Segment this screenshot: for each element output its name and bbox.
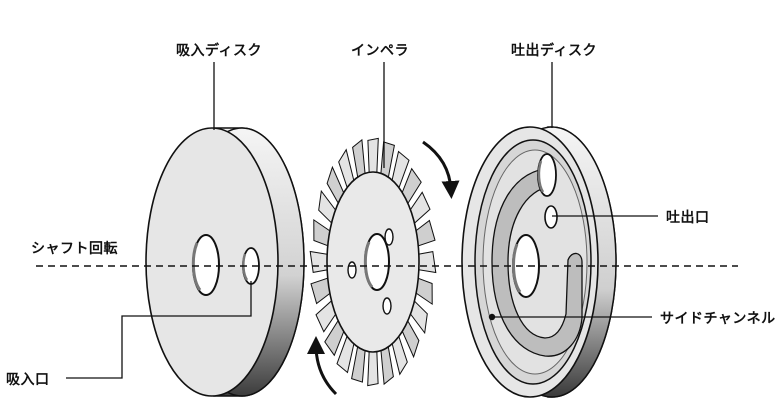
- label-impeller: インペラ: [351, 43, 409, 59]
- suction-disk: [145, 127, 305, 397]
- label-discharge-port: 吐出口: [666, 210, 710, 226]
- side-channel-groove: [491, 167, 583, 357]
- discharge-port-hole: [544, 205, 558, 229]
- label-side-channel: サイドチャンネル: [660, 311, 776, 327]
- impeller-balance-hole: [347, 261, 357, 279]
- rotation-arrow-top: [422, 140, 460, 199]
- impeller-balance-hole: [382, 297, 392, 315]
- impeller-balance-hole: [384, 228, 394, 246]
- leader-suction-port: [66, 281, 252, 379]
- rotation-arrow-bottom: [307, 336, 338, 396]
- label-suction-disk: 吸入ディスク: [176, 43, 263, 59]
- impeller: [309, 137, 437, 387]
- label-discharge-disk: 吐出ディスク: [511, 43, 598, 59]
- label-suction-port: 吸入口: [6, 372, 50, 388]
- label-shaft-rotation: シャフト回転: [31, 241, 118, 257]
- discharge-disk: [461, 126, 617, 398]
